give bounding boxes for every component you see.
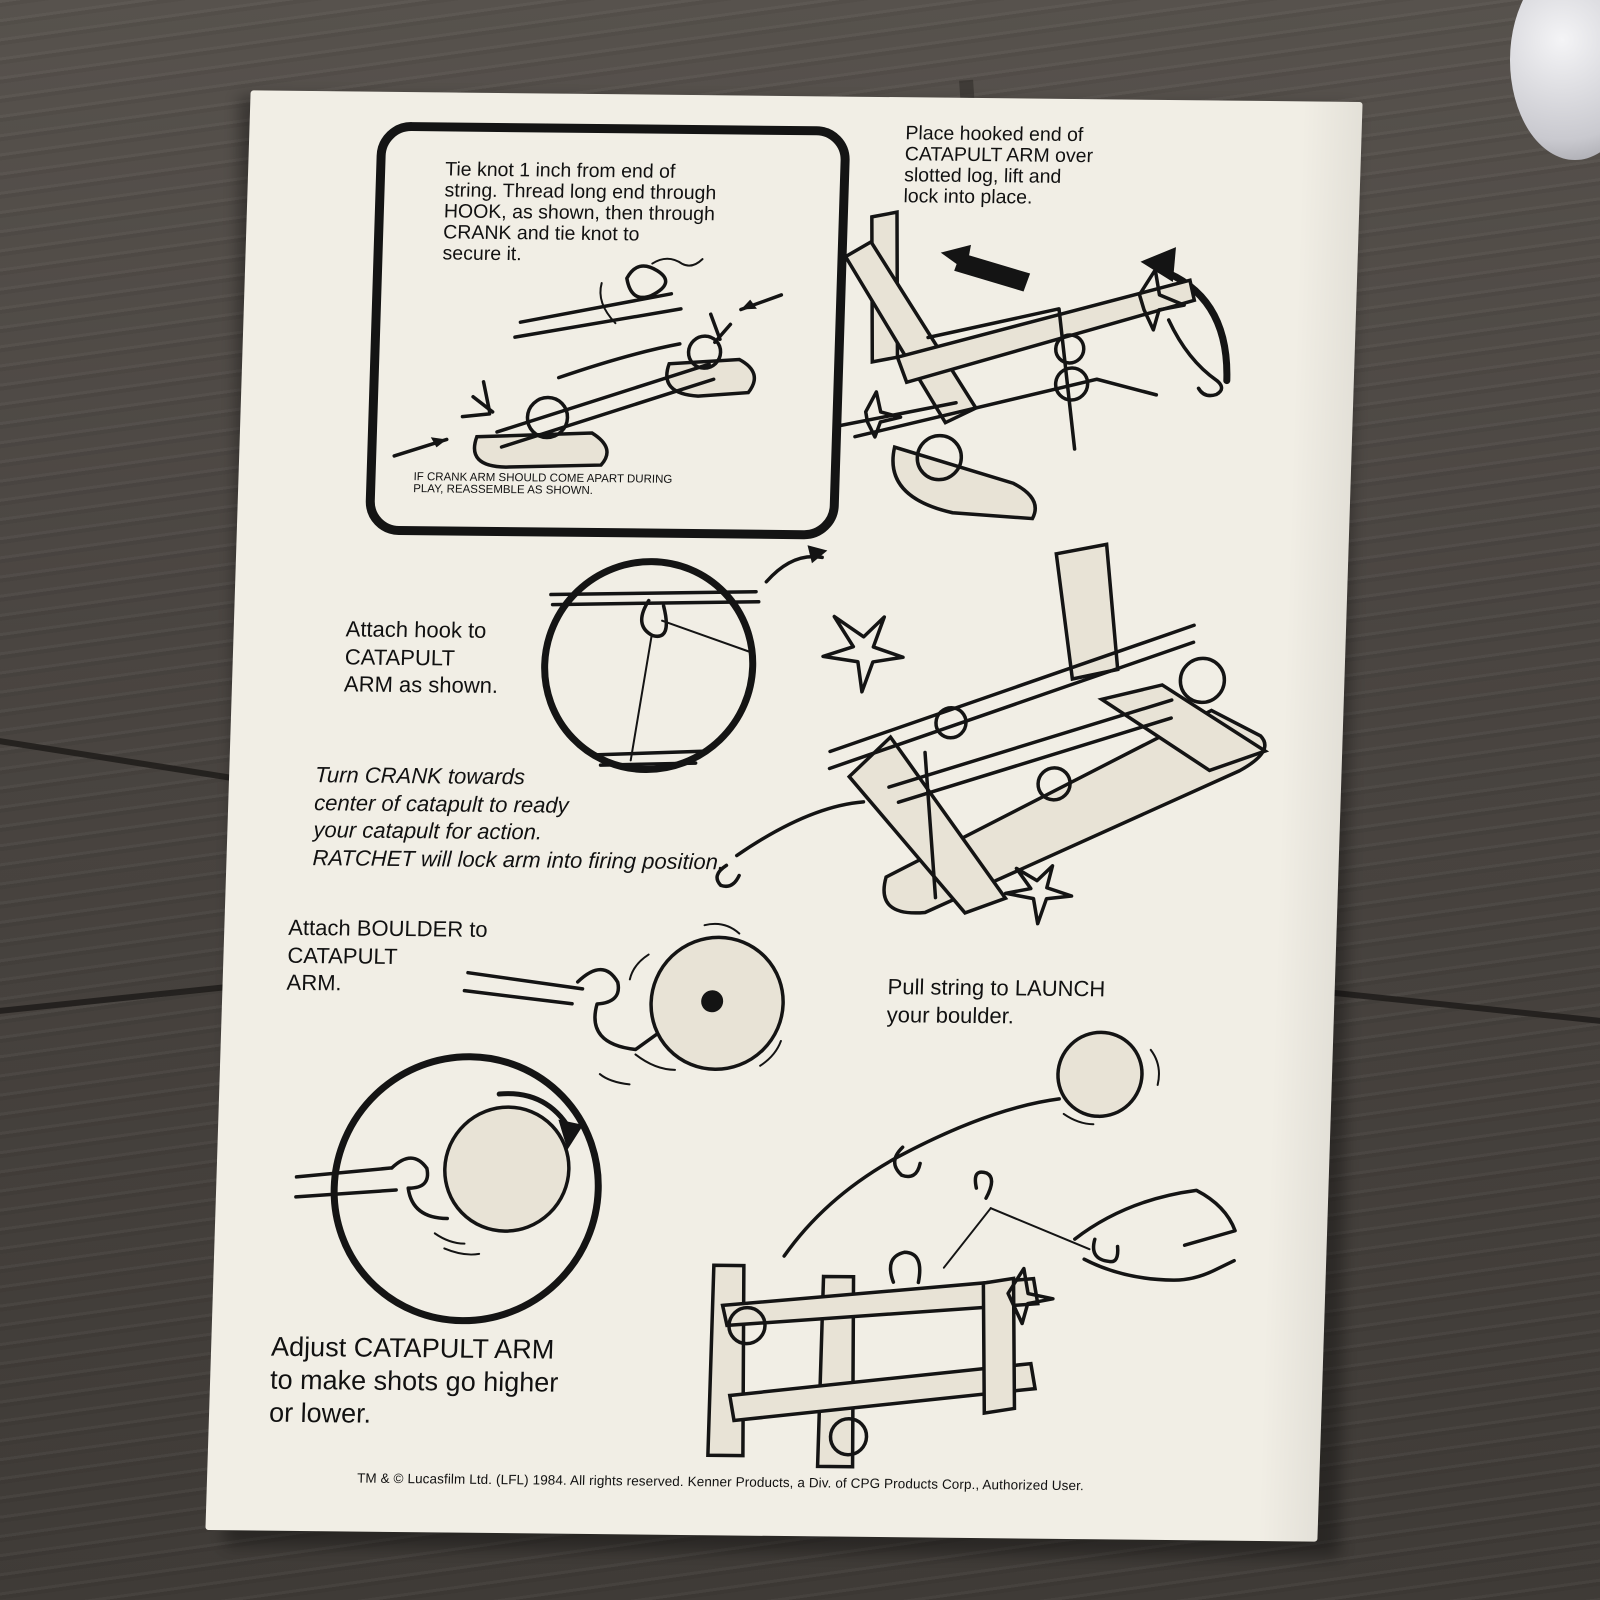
- crank-assembly-illustration: [392, 257, 784, 469]
- instruction-sheet: Tie knot 1 inch from end of string. Thre…: [205, 90, 1363, 1542]
- hook-detail-circle-illustration: [541, 545, 828, 774]
- boulder-attach-illustration: [462, 922, 785, 1086]
- knot-instruction-box: Tie knot 1 inch from end of string. Thre…: [364, 121, 851, 540]
- crank-ratchet-illustration: [715, 542, 1270, 926]
- catapult-arm-placement-illustration: [833, 210, 1231, 521]
- turn-crank-instruction-text: Turn CRANK towards center of catapult to…: [312, 762, 725, 874]
- adjust-arm-circle-illustration: [294, 1053, 602, 1325]
- hook-arm-instruction-text: Place hooked end of CATAPULT ARM over sl…: [903, 122, 1094, 209]
- white-object-corner: [1510, 0, 1600, 160]
- launch-catapult-illustration: [706, 1030, 1237, 1469]
- attach-hook-instruction-text: Attach hook to CATAPULT ARM as shown.: [343, 616, 499, 698]
- attach-boulder-instruction-text: Attach BOULDER to CATAPULT ARM.: [286, 914, 489, 996]
- adjust-arm-instruction-text: Adjust CATAPULT ARM to make shots go hig…: [268, 1331, 559, 1429]
- launch-instruction-text: Pull string to LAUNCH your boulder.: [886, 974, 1106, 1028]
- crank-note-text: IF CRANK ARM SHOULD COME APART DURING PL…: [412, 471, 673, 498]
